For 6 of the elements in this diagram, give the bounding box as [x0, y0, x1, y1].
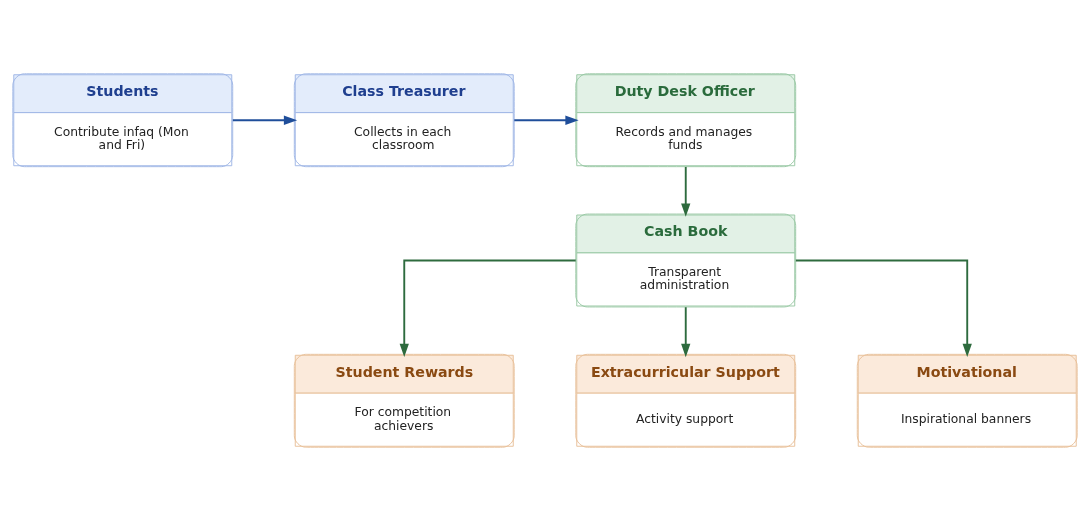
arrow — [399, 259, 577, 357]
arrow — [681, 165, 691, 217]
arrow — [794, 259, 972, 357]
arrow — [681, 305, 691, 357]
arrow — [513, 115, 579, 125]
arrow — [231, 115, 298, 125]
